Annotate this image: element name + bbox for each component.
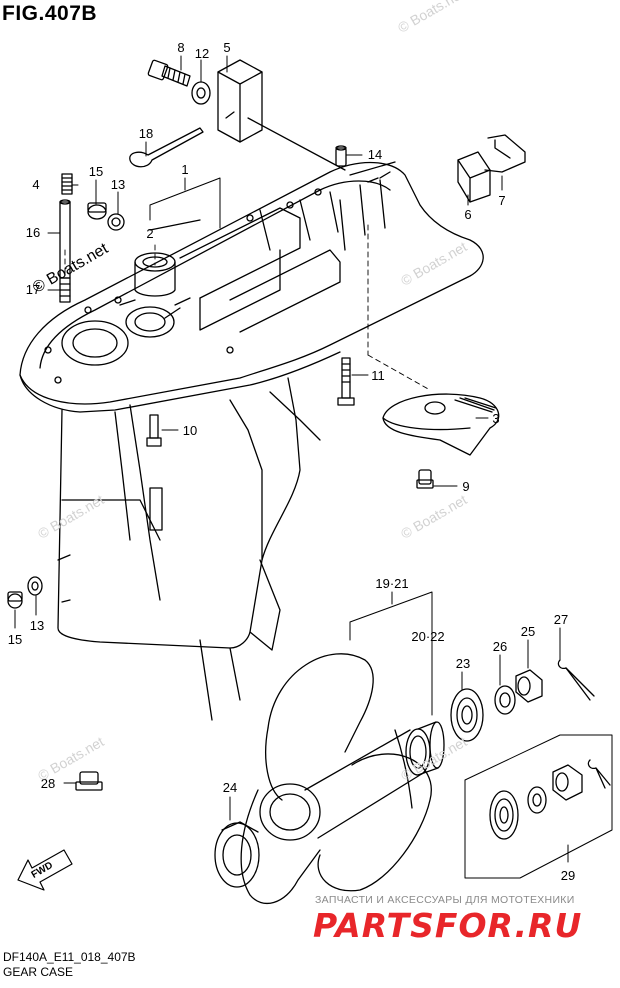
part-6-anode — [457, 151, 491, 203]
part-27-cotter-pin — [557, 659, 595, 701]
callout-24: 24 — [223, 780, 237, 795]
callout-16: 16 — [26, 225, 40, 240]
callout-9: 9 — [462, 479, 469, 494]
callout-15-lower: 15 — [8, 632, 22, 647]
callout-14: 14 — [368, 147, 382, 162]
part-23-washer — [450, 688, 484, 742]
gear-case-housing — [19, 161, 484, 721]
callout-18: 18 — [139, 126, 153, 141]
part-26-washer — [494, 685, 516, 715]
part-15-plug-lower — [7, 591, 23, 609]
part-13-gasket-lower — [27, 576, 43, 596]
callout-3: 3 — [492, 411, 499, 426]
part-8-bolt — [147, 59, 191, 87]
part-15-plug-upper — [87, 202, 107, 220]
propeller-assembly — [240, 653, 445, 904]
callout-12: 12 — [195, 46, 209, 61]
callout-25: 25 — [521, 624, 535, 639]
callout-29: 29 — [561, 868, 575, 883]
callout-8: 8 — [177, 40, 184, 55]
callout-17: 17 — [26, 282, 40, 297]
callout-10: 10 — [183, 423, 197, 438]
callout-11: 11 — [371, 368, 385, 383]
callout-13-upper: 13 — [111, 177, 125, 192]
callout-20-22: 20·22 — [411, 629, 444, 644]
part-24-spacer — [214, 821, 260, 888]
part-11-bolt — [337, 357, 355, 406]
callout-7: 7 — [498, 193, 505, 208]
callout-27: 27 — [554, 612, 568, 627]
callout-23: 23 — [456, 656, 470, 671]
part-18-tie-strap — [129, 127, 204, 168]
part-5-anode — [217, 59, 263, 143]
figure-title: FIG.407B — [2, 2, 98, 25]
part-29-kit — [464, 734, 613, 879]
callout-1: 1 — [181, 162, 188, 177]
promo-text: ЗАПЧАСТИ И АКСЕССУАРЫ ДЛЯ МОТОТЕХНИКИ — [315, 894, 575, 906]
callout-6: 6 — [464, 207, 471, 222]
callout-2: 2 — [146, 226, 153, 241]
part-7-bracket — [484, 134, 526, 173]
part-4-stud — [61, 173, 73, 195]
diagram-name: GEAR CASE — [3, 965, 74, 979]
callout-26: 26 — [493, 639, 507, 654]
diagram-code: DF140A_E11_018_407B — [3, 950, 136, 964]
part-25-nut — [515, 669, 543, 703]
part-9-bolt — [416, 469, 434, 489]
callout-15-upper: 15 — [89, 164, 103, 179]
part-3-trim-tab — [382, 393, 500, 456]
promo-logo: PARTSFOR.RU — [313, 906, 583, 945]
part-12-washer — [191, 81, 211, 105]
callout-5: 5 — [223, 40, 230, 55]
part-13-gasket-upper — [107, 213, 125, 231]
fwd-arrow-icon — [17, 849, 73, 891]
part-14-pin — [335, 145, 347, 167]
callout-4: 4 — [32, 177, 39, 192]
part-10-bolt — [146, 414, 162, 447]
callout-13-lower: 13 — [30, 618, 44, 633]
callout-28: 28 — [41, 776, 55, 791]
part-28-plug — [75, 771, 103, 791]
callout-19-21: 19·21 — [375, 576, 408, 591]
